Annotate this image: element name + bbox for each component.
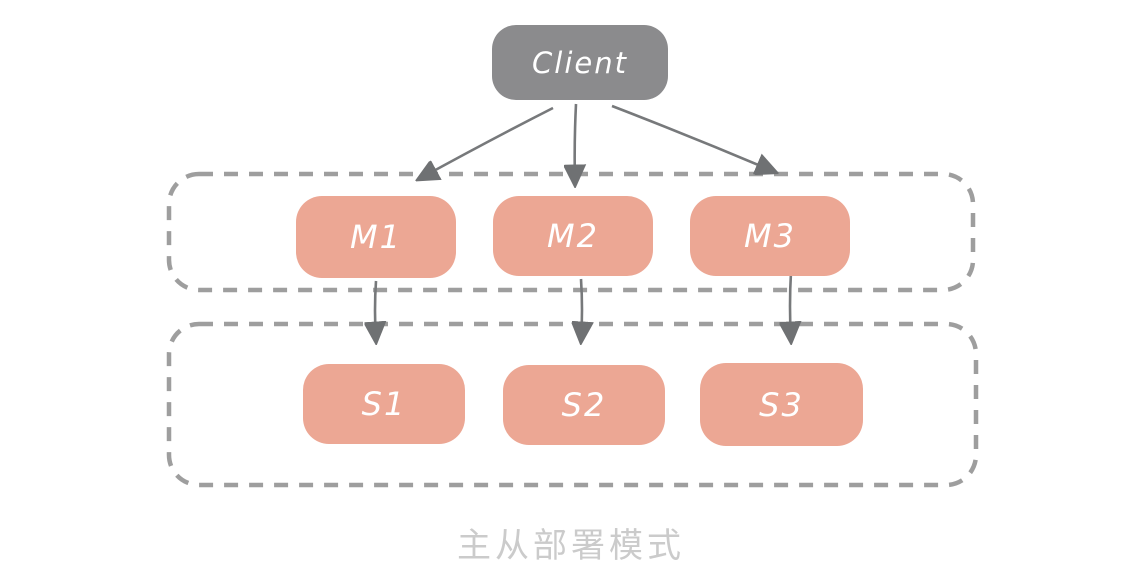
masters-group-border	[166, 171, 976, 293]
arrow-m2-to-s2	[581, 278, 582, 341]
slaves-group-border	[166, 321, 979, 488]
slave-node-s1: S1	[303, 364, 465, 444]
arrow-client-to-m3	[611, 104, 775, 172]
client-node-label: Client	[532, 45, 628, 80]
slave-node-s2: S2	[503, 365, 665, 445]
slave-node-s1-label: S1	[361, 385, 407, 423]
slave-node-s3: S3	[700, 363, 863, 446]
master-node-m2-label: M2	[547, 217, 599, 255]
master-node-m2: M2	[493, 196, 653, 276]
arrow-client-to-m1	[419, 106, 554, 179]
master-node-m1: M1	[296, 196, 456, 278]
arrow-m3-to-s3	[790, 271, 791, 341]
master-node-m3-label: M3	[744, 217, 796, 255]
slave-node-s2-label: S2	[561, 386, 607, 424]
client-node: Client	[492, 25, 668, 100]
arrow-client-to-m2	[575, 103, 576, 184]
diagram-caption: 主从部署模式	[457, 526, 685, 566]
master-node-m1-label: M1	[350, 218, 402, 256]
arrow-m1-to-s1	[375, 280, 376, 341]
master-node-m3: M3	[690, 196, 850, 276]
slave-node-s3-label: S3	[759, 385, 804, 424]
